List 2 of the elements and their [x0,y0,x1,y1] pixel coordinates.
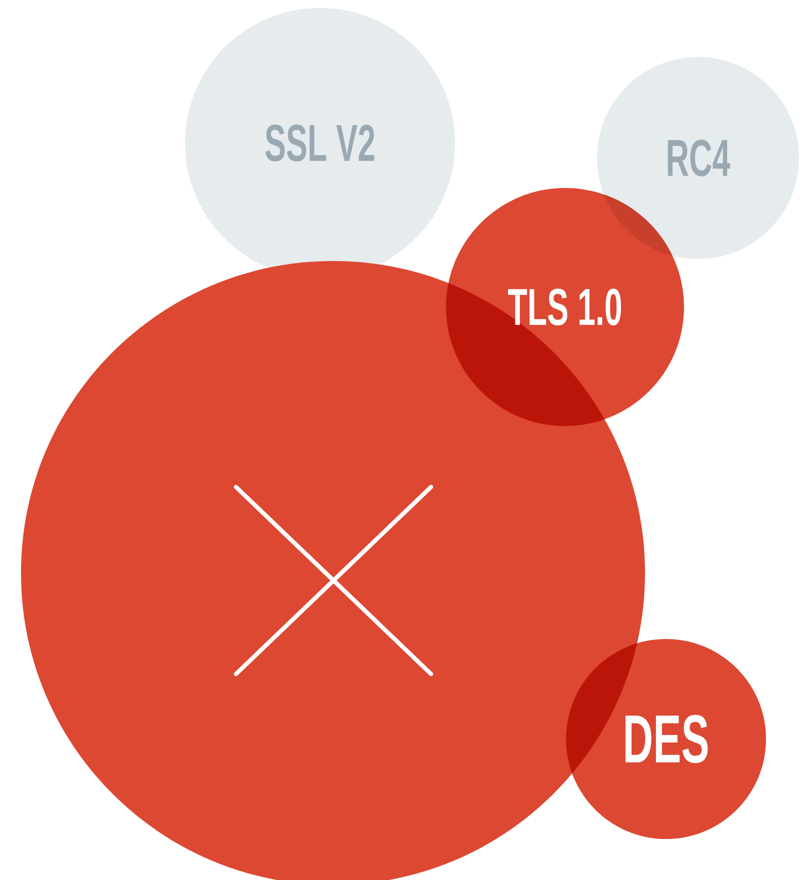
node-label: DES [625,714,708,764]
node-label: TLS 1.0 [508,288,621,326]
